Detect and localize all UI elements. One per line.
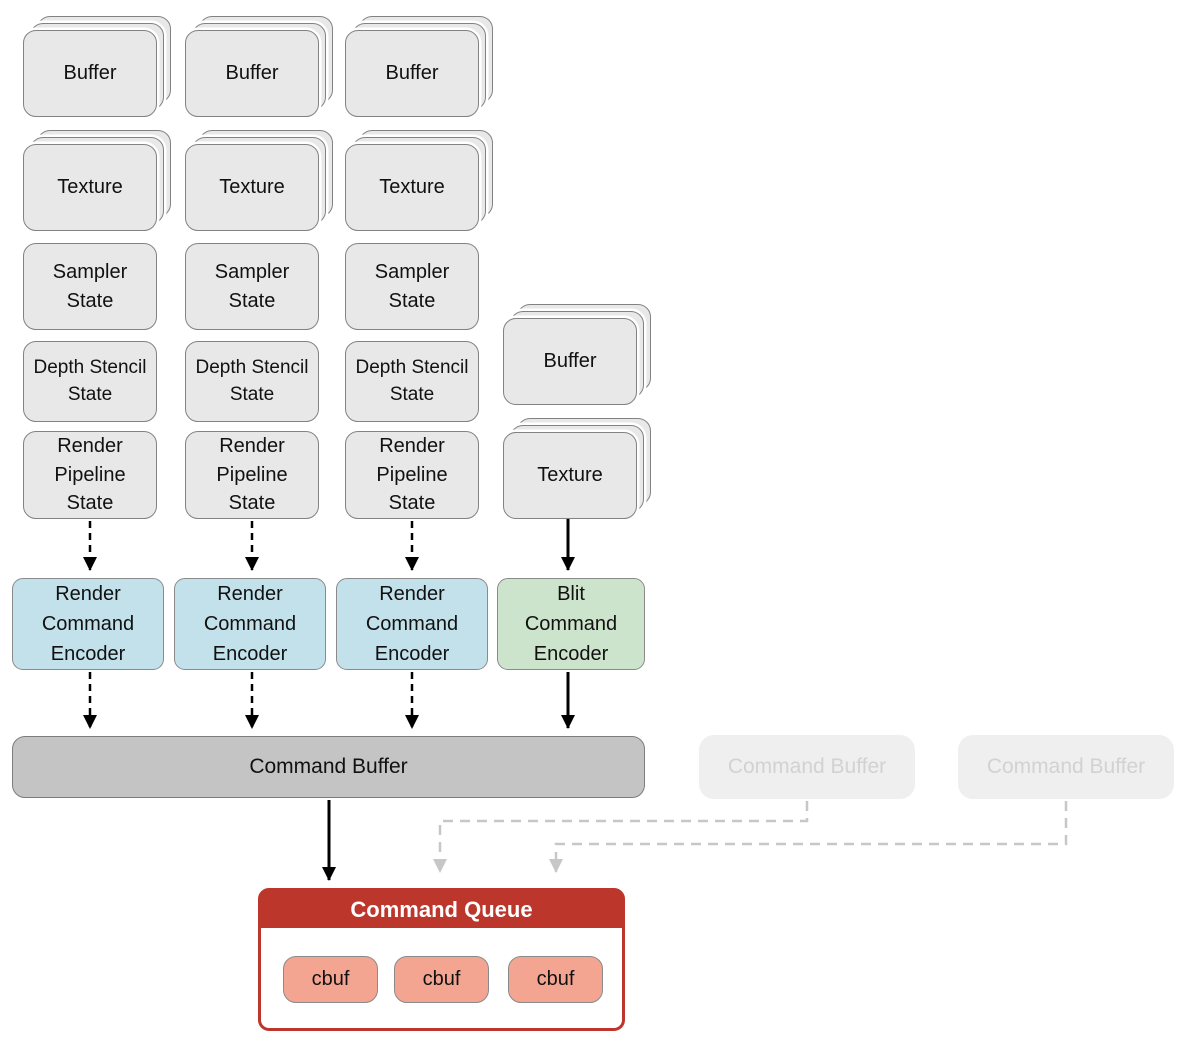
texture-stack-col3: Texture <box>345 130 493 231</box>
sampler-state-card-col1: Sampler State <box>23 243 157 330</box>
sampler-state-card-col2: Sampler State <box>185 243 319 330</box>
arrow-faded-buffer1-to-queue <box>433 801 809 873</box>
cbuf-label: cbuf <box>422 968 461 990</box>
render-command-encoder-label: Render Command Encoder <box>203 583 297 665</box>
render-command-encoder-label: Render Command Encoder <box>365 583 459 665</box>
render-command-encoder-label: Render Command Encoder <box>41 583 135 665</box>
command-queue-title: Command Queue <box>350 896 533 922</box>
buffer-stack-col2: Buffer <box>185 16 333 117</box>
depth-stencil-state-card-col2: Depth Stencil State <box>185 341 319 422</box>
depth-stencil-state-card-col3: Depth Stencil State <box>345 341 479 422</box>
texture-label: Texture <box>537 464 603 487</box>
buffer-card: Buffer <box>345 30 479 117</box>
command-buffer-label: Command Buffer <box>249 755 408 778</box>
sampler-state-label: Sampler State <box>374 261 450 312</box>
faded-command-buffer-label: Command Buffer <box>986 755 1146 778</box>
depth-stencil-state-label: Depth Stencil State <box>355 356 469 405</box>
buffer-stack-col3: Buffer <box>345 16 493 117</box>
texture-stack-col1: Texture <box>23 130 171 231</box>
buffer-card: Buffer <box>23 30 157 117</box>
cbuf-item-3: cbuf <box>508 956 603 1003</box>
blit-command-encoder: Blit Command Encoder <box>497 578 645 670</box>
render-pipeline-state-label: Render Pipeline State <box>216 435 288 515</box>
texture-label: Texture <box>379 176 445 199</box>
cbuf-item-1: cbuf <box>283 956 378 1003</box>
faded-command-buffer-label: Command Buffer <box>727 755 887 778</box>
faded-command-buffer-2: Command Buffer <box>958 735 1174 799</box>
render-command-encoder-1: Render Command Encoder <box>12 578 164 670</box>
buffer-label: Buffer <box>543 350 597 373</box>
buffer-stack-col4: Buffer <box>503 304 651 405</box>
command-buffer: Command Buffer <box>12 736 645 798</box>
texture-label: Texture <box>57 176 123 199</box>
texture-card: Texture <box>503 432 637 519</box>
cbuf-item-2: cbuf <box>394 956 489 1003</box>
depth-stencil-state-card-col1: Depth Stencil State <box>23 341 157 422</box>
cbuf-label: cbuf <box>536 968 575 990</box>
texture-card: Texture <box>23 144 157 231</box>
depth-stencil-state-label: Depth Stencil State <box>195 356 309 405</box>
buffer-label: Buffer <box>63 62 117 85</box>
faded-command-buffer-1: Command Buffer <box>699 735 915 799</box>
buffer-label: Buffer <box>385 62 439 85</box>
depth-stencil-state-label: Depth Stencil State <box>33 356 147 405</box>
buffer-card: Buffer <box>185 30 319 117</box>
texture-card: Texture <box>345 144 479 231</box>
texture-stack-col4: Texture <box>503 418 651 519</box>
render-pipeline-state-label: Render Pipeline State <box>376 435 448 515</box>
render-command-encoder-3: Render Command Encoder <box>336 578 488 670</box>
command-queue-header: Command Queue <box>261 891 622 928</box>
texture-stack-col2: Texture <box>185 130 333 231</box>
render-pipeline-state-card-col3: Render Pipeline State <box>345 431 479 519</box>
render-pipeline-state-card-col1: Render Pipeline State <box>23 431 157 519</box>
sampler-state-card-col3: Sampler State <box>345 243 479 330</box>
render-command-encoder-2: Render Command Encoder <box>174 578 326 670</box>
sampler-state-label: Sampler State <box>214 261 290 312</box>
texture-card: Texture <box>185 144 319 231</box>
render-pipeline-state-card-col2: Render Pipeline State <box>185 431 319 519</box>
render-pipeline-state-label: Render Pipeline State <box>54 435 126 515</box>
buffer-label: Buffer <box>225 62 279 85</box>
blit-command-encoder-label: Blit Command Encoder <box>524 583 618 665</box>
buffer-card: Buffer <box>503 318 637 405</box>
command-queue: Command Queue cbuf cbuf cbuf <box>258 888 625 1031</box>
arrow-faded-buffer2-to-queue <box>549 801 1068 873</box>
sampler-state-label: Sampler State <box>52 261 128 312</box>
cbuf-label: cbuf <box>311 968 350 990</box>
buffer-stack-col1: Buffer <box>23 16 171 117</box>
texture-label: Texture <box>219 176 285 199</box>
